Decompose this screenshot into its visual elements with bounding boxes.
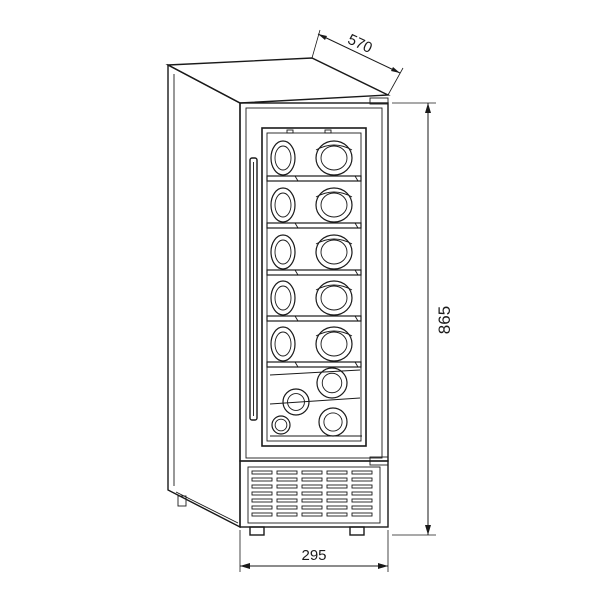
vent-slot <box>276 477 298 482</box>
dimension-width: 295 <box>239 530 389 572</box>
vent-slot <box>276 470 298 475</box>
vent-slot <box>351 498 373 503</box>
vent-slot <box>301 470 323 475</box>
shelf-notch <box>354 361 359 368</box>
bottom-bottle-rack <box>269 367 362 437</box>
vent-slot <box>351 477 373 482</box>
bottle-highlight <box>315 330 353 337</box>
vent-slot <box>251 484 273 489</box>
bottle-end-ring <box>323 412 343 432</box>
shelf-stack <box>266 140 362 368</box>
vent-slot <box>251 512 273 517</box>
bottle-end-ring <box>320 239 348 265</box>
rack-rail <box>269 369 361 376</box>
width-label: 295 <box>301 547 326 564</box>
vent-slot <box>276 491 298 496</box>
dimension-height: 865 <box>392 102 454 536</box>
vent-slot <box>326 505 348 510</box>
vent-slot <box>301 498 323 503</box>
bottle-end-ring <box>320 192 348 218</box>
vent-slot <box>351 505 373 510</box>
bottle-end <box>271 415 291 435</box>
vent-slot <box>351 491 373 496</box>
shelf-rail <box>266 222 362 229</box>
bottle-end-ring <box>274 418 288 432</box>
shelf-notch <box>354 315 359 322</box>
depth-label: 570 <box>345 31 375 57</box>
vent-slot <box>276 505 298 510</box>
vent-slot <box>301 512 323 517</box>
shelf-notch <box>294 175 299 182</box>
vent-slot <box>351 470 373 475</box>
vent-slot <box>326 470 348 475</box>
vent-slot <box>326 484 348 489</box>
vent-slot <box>251 477 273 482</box>
bottle-end <box>316 367 348 399</box>
shelf-notch <box>294 222 299 229</box>
vent-slot <box>251 491 273 496</box>
rack-rail <box>269 397 361 405</box>
front-right-foot <box>349 526 365 536</box>
bottle-highlight <box>315 238 353 245</box>
bottle-end-ring <box>274 331 292 357</box>
shelf-3 <box>266 234 362 276</box>
vent-slot <box>276 484 298 489</box>
bottle-end-ring <box>274 239 292 265</box>
vent-slot <box>251 470 273 475</box>
shelf-rail <box>266 361 362 368</box>
shelf-rail <box>266 269 362 276</box>
shelf-notch <box>354 175 359 182</box>
vent-slot <box>326 491 348 496</box>
bottle-end-ring <box>320 145 348 171</box>
bottle-highlight <box>315 144 353 151</box>
vent-slot <box>301 505 323 510</box>
vent-slot <box>351 484 373 489</box>
dimension-depth: 570 <box>311 29 404 96</box>
bottle-end-ring <box>274 285 292 311</box>
vent-slots <box>251 470 373 517</box>
shelf-notch <box>294 315 299 322</box>
bottle-highlight <box>315 284 353 291</box>
shelf-notch <box>294 269 299 276</box>
bottle-highlight <box>315 191 353 198</box>
vent-slot <box>276 498 298 503</box>
vent-slot <box>301 491 323 496</box>
shelf-notch <box>354 222 359 229</box>
door-handle <box>249 157 258 421</box>
bottle-end-ring <box>321 372 343 394</box>
vent-slot <box>301 484 323 489</box>
base-grille <box>239 456 389 528</box>
vent-slot <box>276 512 298 517</box>
shelf-rail <box>266 175 362 182</box>
shelf-5 <box>266 326 362 368</box>
height-label: 865 <box>435 306 454 334</box>
vent-slot <box>251 498 273 503</box>
bottle-end-ring <box>320 331 348 357</box>
feet <box>249 526 365 536</box>
shelf-1 <box>266 140 362 182</box>
front-left-foot <box>249 526 265 536</box>
vent-slot <box>301 477 323 482</box>
vent-slot <box>326 477 348 482</box>
vent-slot <box>251 505 273 510</box>
shelf-notch <box>294 361 299 368</box>
shelf-notch <box>354 269 359 276</box>
bottle-end-ring <box>274 145 292 171</box>
shelf-4 <box>266 280 362 322</box>
bottle-end <box>318 407 348 437</box>
vent-slot <box>326 498 348 503</box>
shelf-2 <box>266 187 362 229</box>
shelf-rail <box>266 315 362 322</box>
vent-slot <box>351 512 373 517</box>
bottle-end-ring <box>320 285 348 311</box>
vent-slot <box>326 512 348 517</box>
bottle-end-ring <box>274 192 292 218</box>
